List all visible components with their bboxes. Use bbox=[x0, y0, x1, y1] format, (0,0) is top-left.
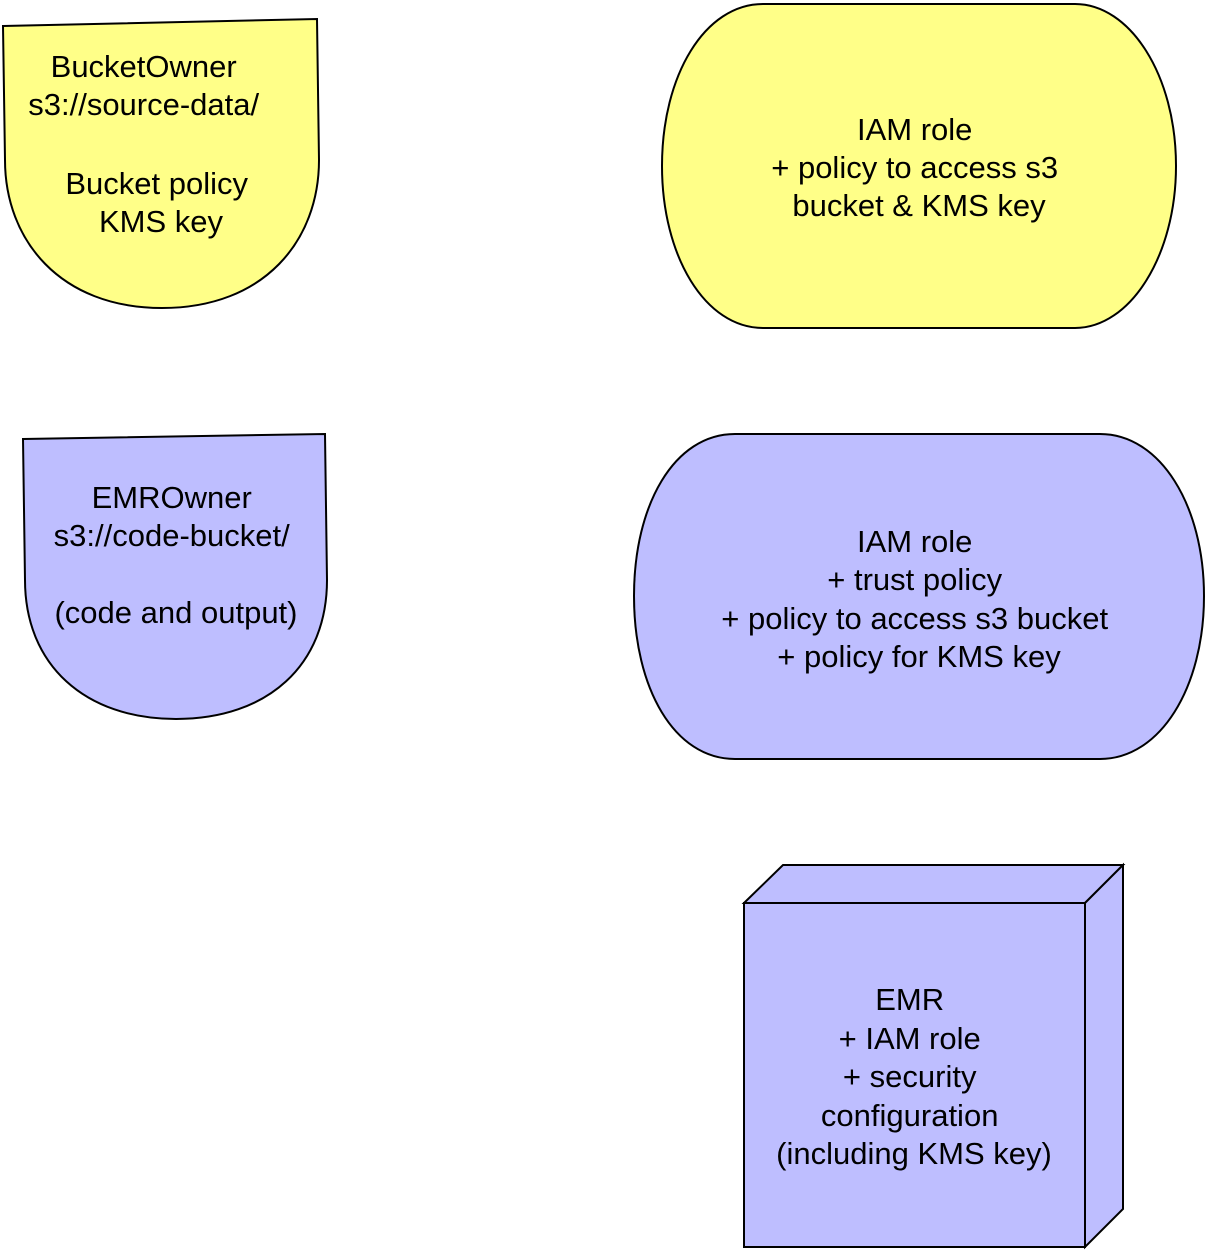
iam-role-source-shape-group[interactable]: IAM role + policy to access s3 bucket & … bbox=[660, 3, 1178, 329]
emr-cube-front-face bbox=[743, 902, 1086, 1248]
emr-node-label: EMR + IAM role + security configuration … bbox=[776, 982, 1052, 1171]
emr-cube-top-face bbox=[741, 864, 1126, 904]
iam-role-source-shape bbox=[660, 3, 1178, 329]
iam-role-emr-shape-group[interactable]: IAM role + trust policy + policy to acce… bbox=[632, 433, 1206, 760]
iam-role-emr-label: IAM role + trust policy + policy to acce… bbox=[721, 524, 1116, 674]
emr-owner-label: EMROwner s3://code-bucket/ (code and out… bbox=[54, 480, 299, 630]
bucket-owner-document[interactable]: BucketOwner s3://source-data/ Bucket pol… bbox=[1, 17, 321, 310]
emr-cube-side-face bbox=[1084, 862, 1124, 1250]
emr-owner-document[interactable]: EMROwner s3://code-bucket/ (code and out… bbox=[21, 432, 329, 721]
bucket-owner-shape bbox=[1, 17, 321, 310]
emr-node-cube[interactable]: EMR + IAM role + security configuration … bbox=[741, 862, 1126, 1250]
emr-owner-shape bbox=[21, 432, 329, 721]
bucket-owner-label: BucketOwner s3://source-data/ Bucket pol… bbox=[28, 49, 268, 239]
iam-role-source-label: IAM role + policy to access s3 bucket & … bbox=[771, 112, 1067, 223]
iam-role-emr-shape bbox=[632, 433, 1206, 760]
